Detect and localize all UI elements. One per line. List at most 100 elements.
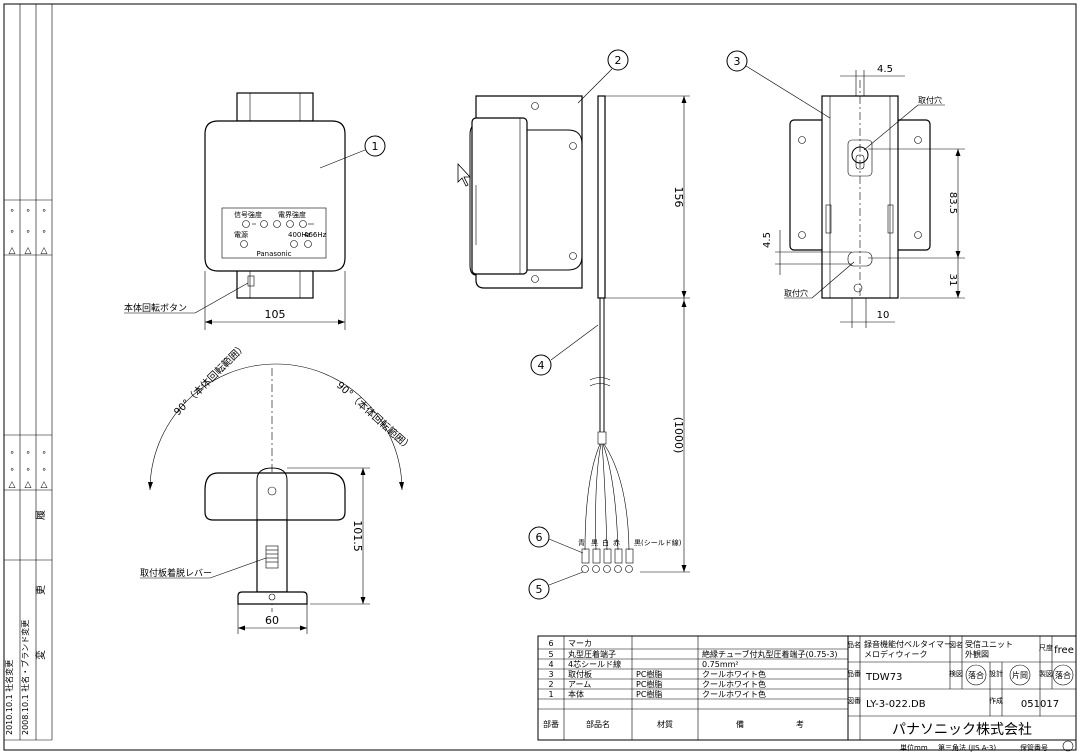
svg-text:∘: ∘ [25,206,30,215]
svg-text:マーカ: マーカ [568,639,592,648]
svg-text:品番: 品番 [847,670,861,678]
svg-text:設計: 設計 [989,669,1003,678]
svg-text:∘: ∘ [25,227,30,236]
dim-cable-1000: (1000) [672,417,685,454]
revision-block: ∘ ∘ ∘ ∘ ∘ ∘ △ △ △ ∘ ∘ ∘ ∘ ∘ ∘ △ △ △ 履 更 … [4,4,53,741]
svg-text:△: △ [41,246,48,256]
parts-header-note2: 考 [796,720,804,729]
drafter-stamp: 落合 [1055,670,1071,680]
svg-text:400Hz: 400Hz [288,231,311,239]
callout-6: 6 [536,531,543,544]
drawing-date: 051017 [1021,699,1059,710]
svg-text:3: 3 [548,670,553,679]
parts-table: 6 マーカ 5 丸型圧着端子 絶縁チューブ付丸型圧着端子(0.75-3) 4 4… [537,635,849,741]
svg-text:∘: ∘ [41,206,46,215]
svg-text:信号強度: 信号強度 [234,210,262,219]
svg-text:4: 4 [548,660,553,669]
svg-text:∘: ∘ [9,206,14,215]
main-body-top [204,472,346,521]
dim-slot-width: 4.5 [877,64,893,75]
product-name: 録音機能付ベルタイマー [864,639,952,649]
svg-text:∘: ∘ [9,448,14,457]
svg-text:PC樹脂: PC樹脂 [636,679,662,689]
brand-logo: Panasonic [256,250,291,258]
svg-text:PC樹脂: PC樹脂 [636,689,662,699]
svg-text:アーム: アーム [568,680,591,689]
callout-2: 2 [615,54,622,67]
callout-5: 5 [536,583,543,596]
designer-stamp: 片岡 [1012,670,1028,680]
svg-text:∘: ∘ [9,465,14,474]
revision-header-rireki: 履 [35,510,47,520]
parts-header-material: 材質 [657,719,673,729]
back-view: 3 4.5 取付穴 83.5 4.5 31 取付穴 10 [726,50,965,328]
main-body-front [204,120,346,272]
dim-hole-height: 4.5 [762,232,773,248]
svg-text:製図: 製図 [1039,669,1053,678]
svg-text:メロディウィーク: メロディウィーク [864,649,927,659]
drawing-frame [3,3,1077,751]
footer-method: 第三角法 (JIS A-3) [938,743,996,752]
svg-text:∘: ∘ [41,448,46,457]
svg-text:4芯シールド線: 4芯シールド線 [568,659,621,669]
svg-text:白: 白 [602,538,609,547]
svg-text:PC樹脂: PC樹脂 [636,669,662,679]
revision-header-kireki: 更 [35,585,47,595]
svg-text:丸型圧着端子: 丸型圧着端子 [568,649,616,659]
drawing-name: 受信ユニット [965,639,1013,649]
callout-3: 3 [734,55,741,68]
svg-text:∘: ∘ [41,465,46,474]
shield-wire-label: 黒(シールド線) [634,538,682,547]
svg-text:本体: 本体 [568,689,584,699]
svg-text:466Hz: 466Hz [304,231,327,239]
dim-height-101-5: 101.5 [351,520,364,552]
svg-text:電源: 電源 [234,230,248,239]
svg-text:クールホワイト色: クールホワイト色 [702,669,766,679]
svg-text:電界強度: 電界強度 [278,210,306,219]
svg-text:△: △ [25,246,32,256]
mounting-plate-side [597,95,606,299]
svg-text:クールホワイト色: クールホワイト色 [702,689,766,699]
dim-bottom-31: 31 [947,274,958,287]
dim-height-156: 156 [672,187,685,208]
svg-text:取付板: 取付板 [568,669,592,679]
dim-width-10: 10 [877,310,890,321]
svg-text:∘: ∘ [9,227,14,236]
svg-text:1: 1 [372,140,379,153]
callout-4: 4 [538,359,545,372]
revision-mark-icon: △ [9,246,16,256]
title-block: 品名 録音機能付ベルタイマー メロディウィーク 図名 受信ユニット 外観図 尺度… [847,635,1077,752]
revision-row-2: 2008.10.1 社名・ブランド変更 [20,620,30,735]
drawing-number: LY-3-022.DB [866,699,926,710]
svg-text:∘: ∘ [25,448,30,457]
inspector-stamp: 落合 [968,670,984,680]
svg-text:1: 1 [548,690,553,699]
svg-text:△: △ [25,480,32,490]
svg-text:2: 2 [548,680,553,689]
svg-text:5: 5 [548,650,553,659]
svg-text:黒: 黒 [591,539,598,547]
rotation-range-left: 90°（本体回転範囲） [171,340,249,418]
svg-text:赤: 赤 [613,539,620,547]
rotate-button-icon [247,275,255,287]
svg-text:品名: 品名 [847,640,861,649]
svg-text:△: △ [9,480,16,490]
svg-text:6: 6 [548,639,553,648]
dim-hole-pitch: 83.5 [947,192,958,214]
company-name: パナソニック株式会社 [892,722,1032,738]
svg-text:クールホワイト色: クールホワイト色 [702,679,766,689]
svg-text:絶縁チューブ付丸型圧着端子(0.75-3): 絶縁チューブ付丸型圧着端子(0.75-3) [702,649,838,659]
dim-width-60: 60 [265,614,279,627]
revision-row-1: 2010.10.1 社名変更 [4,660,14,735]
mounting-hole-label-upper: 取付穴 [918,95,942,105]
callout-1 [364,135,386,157]
dim-width-105: 105 [265,308,286,321]
svg-text:作成: 作成 [989,696,1003,705]
svg-text:∘: ∘ [41,227,46,236]
parts-header-name: 部品名 [586,719,610,729]
svg-text:検図: 検図 [949,669,963,678]
scale-value: free [1054,645,1074,656]
parts-header-note1: 備 [736,719,744,729]
revision-header-rekishi: 変 [34,650,47,660]
svg-text:0.75mm²: 0.75mm² [702,660,739,669]
